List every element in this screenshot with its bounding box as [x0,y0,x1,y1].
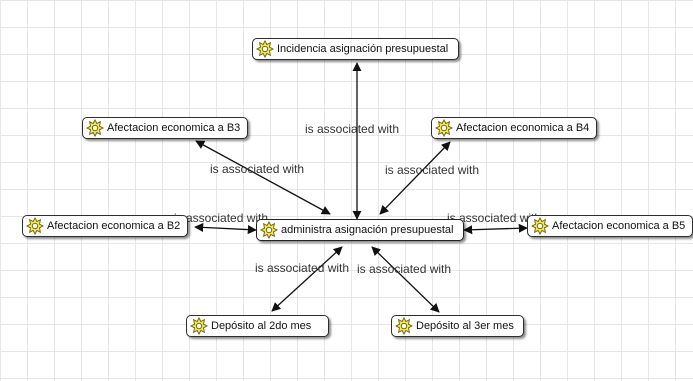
node-afectacion-b5[interactable]: Afectacion economica a B5 [527,215,693,237]
edge-label-center-b4: is associated with [385,163,480,177]
concept-icon [531,217,549,235]
node-label: Incidencia asignación presupuestal [277,43,449,55]
node-label: Afectacion economica a B3 [107,122,241,134]
edge-center-dep3 [371,246,440,313]
node-label: Depósito al 2do mes [211,320,312,332]
node-deposito-2do-mes[interactable]: Depósito al 2do mes [186,315,329,337]
edge-center-b5 [463,223,528,235]
concept-icon [26,217,44,235]
edge-center-b4 [379,141,451,215]
node-deposito-3er-mes[interactable]: Depósito al 3er mes [391,315,524,337]
edge-label-center-b2: is associated with [174,211,269,225]
node-afectacion-b4[interactable]: Afectacion economica a B4 [431,117,597,139]
node-administra-asignacion[interactable]: administra asignación presupuestal [256,219,464,241]
edge-label-center-top: is associated with [305,122,400,136]
node-label: Afectacion economica a B5 [552,220,686,232]
edge-label-center-dep2: is associated with [255,261,350,275]
node-label: administra asignación presupuestal [281,224,454,236]
edge-center-dep2 [271,246,343,312]
node-label: Afectacion economica a B2 [47,220,181,232]
concept-icon [435,119,453,137]
edge-label-center-dep3: is associated with [357,262,452,276]
node-label: Depósito al 3er mes [416,320,514,332]
edge-center-b3 [195,140,331,215]
concept-icon [190,317,208,335]
concept-icon [256,40,274,58]
concept-icon [260,221,278,239]
node-incidencia-asignacion[interactable]: Incidencia asignación presupuestal [252,38,459,60]
node-label: Afectacion economica a B4 [456,122,590,134]
edge-label-center-b5: is associated with [447,211,542,225]
node-afectacion-b3[interactable]: Afectacion economica a B3 [82,117,248,139]
edge-center-b2 [194,222,257,235]
edge-label-center-b3: is associated with [210,162,305,176]
concept-icon [395,317,413,335]
concept-icon [86,119,104,137]
node-afectacion-b2[interactable]: Afectacion economica a B2 [22,215,188,237]
